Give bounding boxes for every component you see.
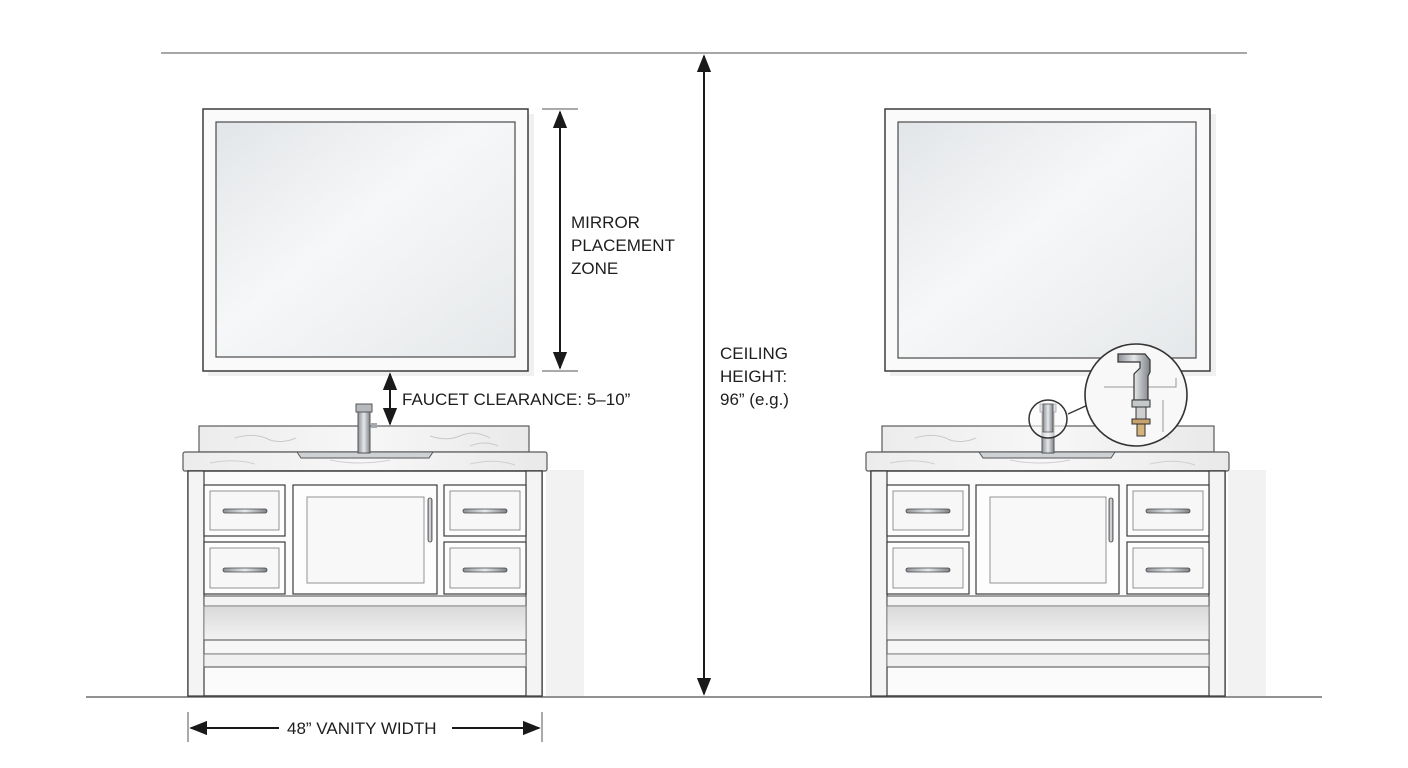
drawer <box>203 484 286 537</box>
open-shelf <box>886 605 1210 641</box>
drawer <box>443 541 527 595</box>
drawer <box>203 541 286 595</box>
ceiling-height-label-line: CEILING <box>720 344 789 363</box>
drawer-pull-icon <box>462 567 508 573</box>
sink <box>296 451 434 459</box>
vanity-width-label: 48” VANITY WIDTH <box>287 719 437 738</box>
drawer <box>886 541 970 595</box>
ceiling-height-label-line: HEIGHT: <box>720 367 788 386</box>
drawer <box>443 484 527 537</box>
drawer-pull-icon <box>222 508 268 514</box>
drawer-pull-icon <box>462 508 508 514</box>
mirror-zone-dimension <box>542 108 578 372</box>
drawer-pull-icon <box>222 567 268 573</box>
right-vanity <box>865 403 1266 697</box>
mirror-zone-label-line: MIRROR <box>571 213 640 232</box>
sink <box>978 451 1116 459</box>
drawer-pull-icon <box>1145 508 1191 514</box>
faucet-icon <box>355 403 377 454</box>
faucet-clearance-label: FAUCET CLEARANCE: 5–10” <box>402 390 631 409</box>
drawer <box>1126 484 1210 537</box>
ceiling-height-label: CEILING HEIGHT: 96” (e.g.) <box>720 342 789 411</box>
mirror-zone-label-line: PLACEMENT <box>571 236 675 255</box>
vanity-width-dimension <box>187 712 543 742</box>
drawer <box>1126 541 1210 595</box>
open-shelf <box>203 605 527 641</box>
cabinet-door <box>975 484 1120 595</box>
right-mirror <box>884 108 1216 376</box>
drawer-pull-icon <box>1145 567 1191 573</box>
mirror-zone-label-line: ZONE <box>571 259 619 278</box>
door-handle-icon <box>1108 497 1114 543</box>
cabinet-door <box>292 484 438 595</box>
faucet-detail-callout-icon <box>1028 343 1188 447</box>
left-mirror <box>202 108 534 376</box>
left-vanity <box>182 403 584 697</box>
drawer-pull-icon <box>905 508 951 514</box>
drawer-pull-icon <box>905 567 951 573</box>
door-handle-icon <box>427 497 433 543</box>
drawer <box>886 484 970 537</box>
ceiling-height-label-line: 96” (e.g.) <box>720 390 789 409</box>
mirror-zone-label: MIRROR PLACEMENT ZONE <box>571 211 675 280</box>
